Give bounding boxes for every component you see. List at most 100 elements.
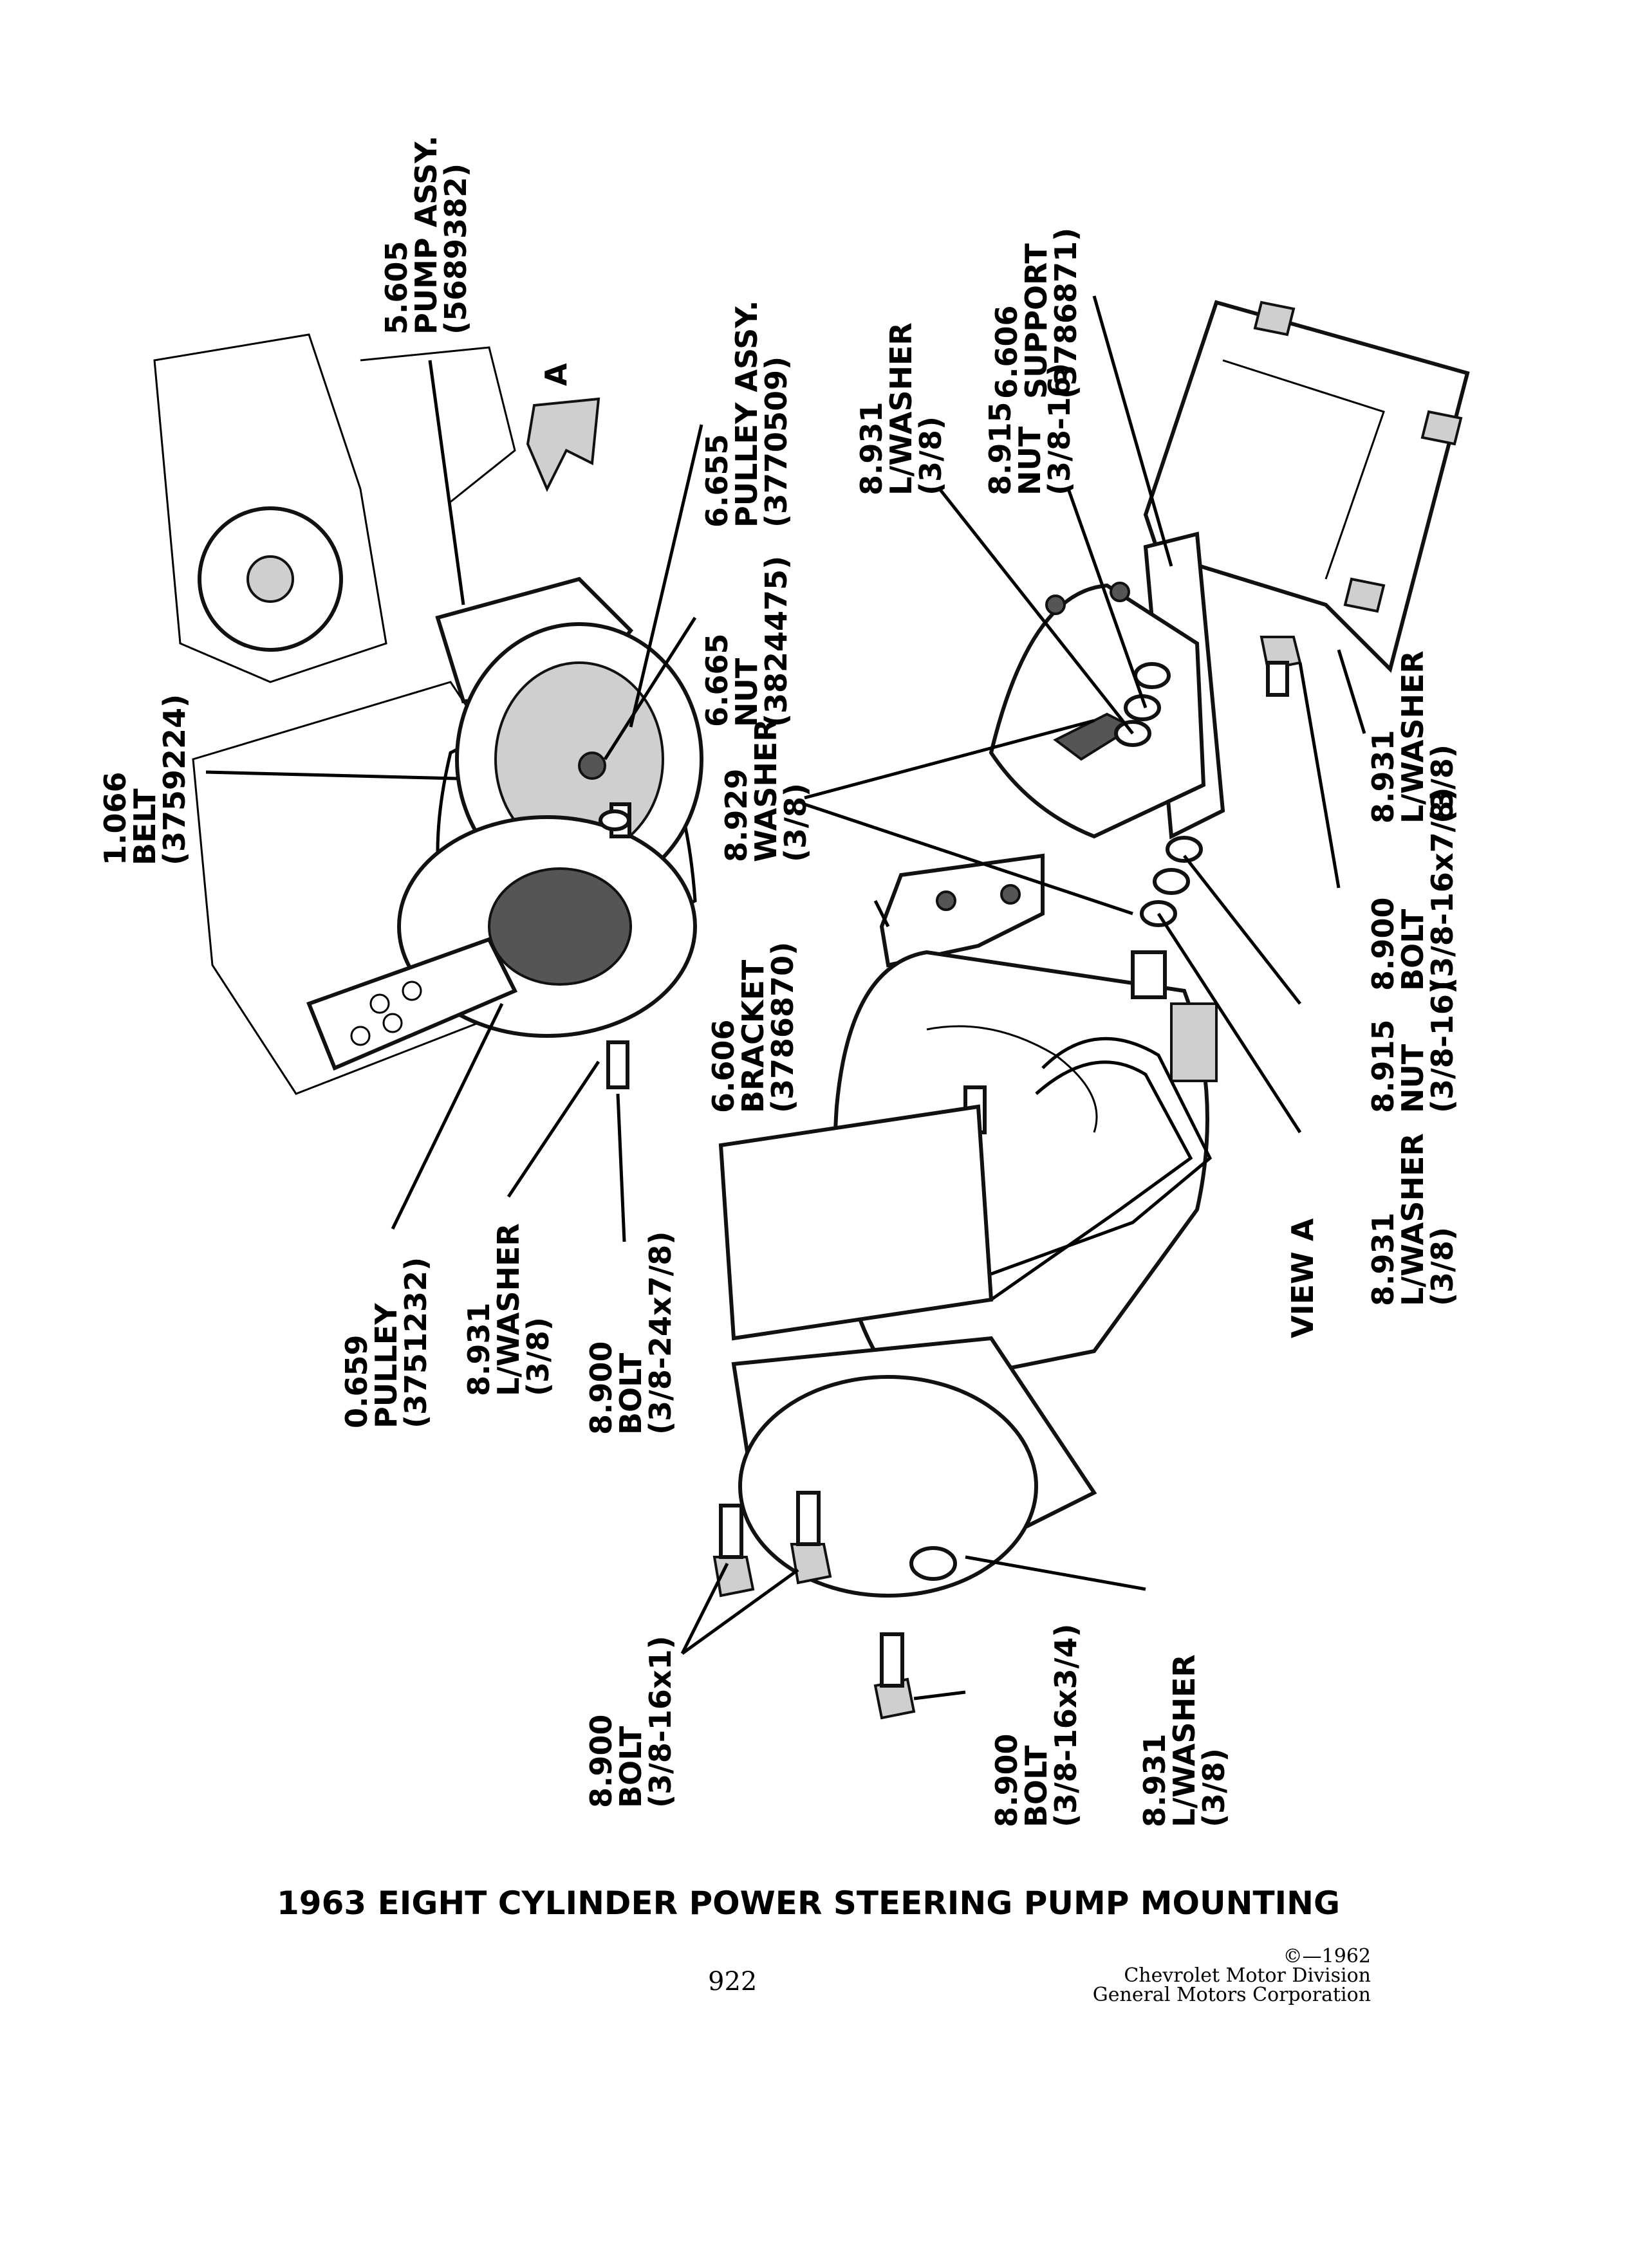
svg-text:8.931: 8.931	[854, 401, 889, 495]
svg-text:BOLT: BOLT	[613, 1352, 648, 1435]
right-bolt-shank	[1266, 661, 1289, 697]
svg-text:(3/8-16x3/4): (3/8-16x3/4)	[1048, 1624, 1083, 1827]
svg-text:(3786870): (3786870)	[765, 942, 800, 1113]
svg-text:(3751232): (3751232)	[398, 1257, 433, 1428]
callout-bolt-bottom-mid: 8.900 BOLT (3/8-16x3/4)	[989, 1624, 1083, 1827]
svg-text:(3/8): (3/8)	[913, 416, 948, 495]
view-a-arrow-icon	[526, 397, 600, 492]
callout-washer-8929: 8.929 WASHER (3/8)	[719, 719, 813, 862]
mounting-arm	[718, 1104, 994, 1341]
svg-text:(3/8): (3/8)	[778, 783, 813, 862]
pulley-nut-center	[578, 751, 606, 780]
callout-lwasher-bottom: 8.931 L/WASHER (3/8)	[1137, 1654, 1231, 1827]
svg-text:8.931: 8.931	[1366, 1212, 1400, 1306]
svg-text:(3/8-24x7/8): (3/8-24x7/8)	[643, 1231, 678, 1435]
callout-bolt-bottom-left: 8.900 BOLT (3/8-16x1)	[584, 1636, 678, 1808]
washer-icon	[1133, 662, 1171, 689]
svg-text:(3770509): (3770509)	[759, 356, 794, 528]
support-fold	[1222, 359, 1385, 580]
svg-text:WASHER: WASHER	[748, 719, 783, 862]
left-bolt-graphic	[606, 1040, 629, 1089]
callout-nut-top: 8.915 NUT (3/8-16)	[983, 363, 1077, 495]
fan-blade	[306, 937, 518, 1071]
bottom-lwasher-icon	[909, 1546, 957, 1581]
svg-text:8.931: 8.931	[1137, 1733, 1172, 1827]
svg-text:(3/8-16): (3/8-16)	[1425, 981, 1460, 1113]
generator-outline	[153, 333, 387, 683]
callout-belt: 1.066 BELT (3759224)	[98, 694, 192, 865]
callout-support: 6.606 SUPPORT (3786871)	[989, 228, 1083, 399]
svg-text:(3786871): (3786871)	[1048, 228, 1083, 399]
bottom-center-bolt-shank	[880, 1632, 904, 1688]
copyright-corporation: General Motors Corporation	[1093, 1984, 1371, 2006]
svg-text:L/WASHER: L/WASHER	[1167, 1654, 1202, 1827]
svg-text:BOLT: BOLT	[1019, 1745, 1054, 1827]
svg-text:BOLT: BOLT	[1395, 908, 1430, 991]
svg-text:8.915: 8.915	[1366, 1019, 1400, 1113]
svg-text:BRACKET: BRACKET	[736, 959, 770, 1113]
lwasher-icon	[1166, 836, 1203, 863]
pressure-fitting	[1131, 950, 1167, 999]
svg-text:6.606: 6.606	[706, 1019, 741, 1113]
svg-text:VIEW A: VIEW A	[1285, 1218, 1320, 1338]
callout-bracket: 6.606 BRACKET (3786870)	[706, 942, 800, 1113]
bottom-bolt-shank	[719, 1504, 743, 1559]
svg-text:8.900: 8.900	[584, 1714, 618, 1808]
lower-bracket	[879, 853, 1045, 968]
svg-text:8.931: 8.931	[461, 1302, 496, 1396]
svg-text:(3824475): (3824475)	[759, 556, 794, 727]
svg-text:(5689382): (5689382)	[438, 163, 473, 335]
upper-bracket-plate	[989, 583, 1206, 839]
view-label: VIEW A	[1285, 1218, 1320, 1338]
callout-lwasher-right: 8.931 L/WASHER (3/8)	[1366, 650, 1460, 824]
view-a-assembly	[712, 300, 1470, 1720]
svg-text:8.915: 8.915	[983, 401, 1018, 495]
generator-hub	[246, 555, 294, 603]
svg-text:(3/8): (3/8)	[521, 1317, 555, 1396]
svg-text:5.605: 5.605	[379, 241, 414, 335]
callout-bolt-right: 8.900 BOLT (3/8-16x7/8)	[1366, 788, 1460, 991]
support-bolt-head	[1253, 300, 1296, 337]
svg-text:BELT: BELT	[127, 788, 162, 865]
svg-text:NUT: NUT	[1012, 426, 1047, 495]
svg-text:(3/8-16x7/8): (3/8-16x7/8)	[1425, 788, 1460, 991]
svg-text:8.931: 8.931	[1366, 730, 1400, 824]
engine-front-assembly: A	[153, 333, 703, 1095]
support-bolt-head	[1420, 410, 1463, 446]
svg-text:PULLEY: PULLEY	[369, 1303, 404, 1428]
svg-text:SUPPORT: SUPPORT	[1019, 243, 1054, 399]
pulley-washer	[599, 809, 631, 831]
svg-text:(3759224): (3759224)	[157, 694, 192, 865]
mount-plate-outline	[360, 346, 516, 503]
svg-text:1.066: 1.066	[98, 771, 133, 865]
svg-text:(3/8): (3/8)	[1196, 1748, 1231, 1827]
svg-text:L/WASHER: L/WASHER	[1395, 650, 1430, 824]
bottom-bolt-shank	[796, 1491, 821, 1546]
callout-pulley: 0.659 PULLEY (3751232)	[339, 1257, 433, 1428]
svg-text:L/WASHER: L/WASHER	[1395, 1133, 1430, 1306]
page-title: 1963 EIGHT CYLINDER POWER STEERING PUMP …	[277, 1885, 1340, 1922]
svg-text:8.929: 8.929	[719, 768, 754, 862]
view-a-marker-label: A	[539, 363, 573, 386]
svg-text:6.606: 6.606	[989, 305, 1024, 399]
svg-text:L/WASHER: L/WASHER	[884, 322, 918, 495]
svg-text:8.900: 8.900	[584, 1341, 618, 1435]
nut-icon	[1153, 868, 1190, 895]
svg-text:(3/8-16): (3/8-16)	[1042, 363, 1077, 495]
svg-text:PUMP ASSY.: PUMP ASSY.	[409, 135, 443, 335]
svg-text:L/WASHER: L/WASHER	[491, 1223, 526, 1396]
svg-text:(3/8): (3/8)	[1425, 744, 1460, 824]
return-hose	[990, 1037, 1213, 1276]
svg-text:8.900: 8.900	[1366, 897, 1400, 991]
svg-text:(3/8-16x1): (3/8-16x1)	[643, 1636, 678, 1808]
callout-lwasher-mid: 8.931 L/WASHER (3/8)	[1366, 1133, 1460, 1306]
bottom-bolt-head	[790, 1543, 832, 1585]
copyright-division: Chevrolet Motor Division	[1124, 1964, 1371, 1987]
svg-text:PULLEY ASSY.: PULLEY ASSY.	[729, 300, 764, 528]
svg-text:NUT: NUT	[1395, 1044, 1430, 1113]
leader-lines	[205, 295, 1366, 1701]
svg-text:NUT: NUT	[729, 658, 764, 727]
callout-lwasher-top: 8.931 L/WASHER (3/8)	[854, 322, 948, 495]
